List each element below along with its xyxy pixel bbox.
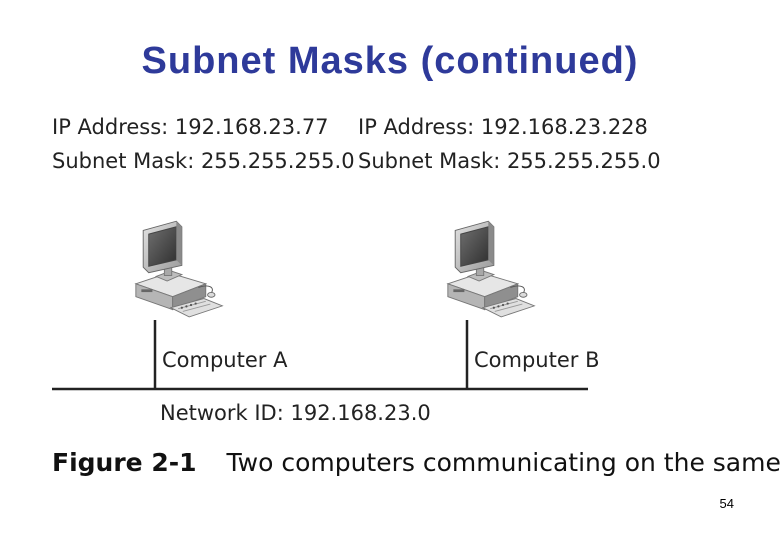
computer-b-icon — [448, 221, 534, 317]
figure-caption: Figure 2-1 Two computers communicating on… — [52, 448, 780, 477]
computer-b-label: Computer B — [474, 343, 599, 377]
computer-a-label: Computer A — [162, 343, 287, 377]
computer-a-icon — [136, 221, 222, 317]
figure-caption-text: Two computers communicating on the same … — [227, 448, 780, 477]
figure-number: Figure 2-1 — [52, 448, 197, 477]
page-number: 54 — [720, 496, 734, 511]
network-id-label: Network ID: 192.168.23.0 — [160, 396, 431, 430]
